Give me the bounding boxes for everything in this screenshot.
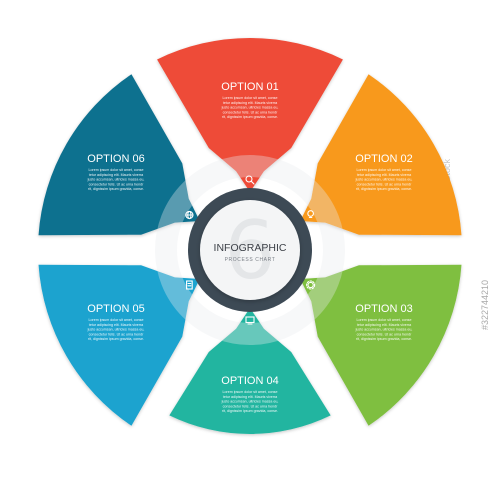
option-1-title: OPTION 01 [221,81,278,93]
option-1-body-line: rit, dignissim ipsum gravida, conse. [222,115,278,119]
option-2-body-line: rit, dignissim ipsum gravida, conse. [356,187,412,191]
option-3-body-line: Lorem ipsum dolor sit amet, conse [357,318,412,322]
document-icon [186,280,193,290]
icons-group [185,175,316,325]
option-3-title: OPTION 03 [355,303,412,315]
option-6-body-line: tetur adipiscing elit. Mauris viverra [89,173,143,177]
option-2-body-line: Lorem ipsum dolor sit amet, conse [357,168,412,172]
segment-option-2 [300,74,462,236]
segment-option-3 [300,264,462,426]
option-4-body-line: Lorem ipsum dolor sit amet, conse [223,390,278,394]
option-5-body-line: consectetur felis. Ut ac urna hendr [89,332,145,336]
option-1-body-line: tetur adipiscing elit. Mauris viverra [223,101,277,105]
option-2-body-line: tetur adipiscing elit. Mauris viverra [357,173,411,177]
option-6-body-line: rit, dignissim ipsum gravida, conse. [88,187,144,191]
center-title: INFOGRAPHIC [214,242,287,254]
center-hub-halo [155,155,345,345]
center-subtitle: PROCESS CHART [225,257,276,263]
magnifier-icon [245,175,255,185]
lightbulb-icon [307,210,314,219]
option-2-body-line: consectetur felis. Ut ac urna hendr [357,182,413,186]
option-3-body-line: consectetur felis. Ut ac urna hendr [357,332,413,336]
option-1-body-line: Lorem ipsum dolor sit amet, conse [223,96,278,100]
option-4-body-line: rit, dignissim ipsum gravida, conse. [222,409,278,413]
globe-icon [185,210,194,220]
option-3-body-line: tetur adipiscing elit. Mauris viverra [357,323,411,327]
segment-option-6 [38,74,200,236]
stock-id-text: #322744210 [480,280,490,330]
option-3-body-line: rit, dignissim ipsum gravida, conse. [356,337,412,341]
option-2-title: OPTION 02 [355,153,412,165]
option-6-title: OPTION 06 [87,153,144,165]
option-5-body-line: tetur adipiscing elit. Mauris viverra [89,323,143,327]
monitor-icon [245,316,255,325]
option-6-body-line: Lorem ipsum dolor sit amet, conse [89,168,144,172]
segment-option-1 [157,37,343,192]
option-5-title: OPTION 05 [87,303,144,315]
option-1-body-line: justo accumsan, ultricies massa eu, [221,106,279,110]
gear-icon [306,280,316,290]
option-4-body-line: consectetur felis. Ut ac urna hendr [223,404,279,408]
option-2-body-line: justo accumsan, ultricies massa eu, [355,178,413,182]
option-5-body-line: Lorem ipsum dolor sit amet, conse [89,318,144,322]
option-5-body-line: justo accumsan, ultricies massa eu, [87,328,145,332]
segment-option-4 [169,308,331,435]
option-4-body-line: tetur adipiscing elit. Mauris viverra [223,395,277,399]
option-4-title: OPTION 04 [221,375,278,387]
option-6-body-line: justo accumsan, ultricies massa eu, [87,178,145,182]
option-5-body-line: rit, dignissim ipsum gravida, conse. [88,337,144,341]
center-hub: 6 INFOGRAPHIC PROCESS CHART [155,155,345,345]
center-hub-disc [200,200,300,300]
center-number: 6 [225,204,276,297]
option-6-body-line: consectetur felis. Ut ac urna hendr [89,182,145,186]
option-3-body-line: justo accumsan, ultricies massa eu, [355,328,413,332]
option-4-body-line: justo accumsan, ultricies massa eu, [221,400,279,404]
segments-group [38,37,462,435]
option-1-body-line: consectetur felis. Ut ac urna hendr [223,110,279,114]
segment-option-5 [38,264,200,426]
labels-group: OPTION 01 Lorem ipsum dolor sit amet, con… [87,81,413,413]
